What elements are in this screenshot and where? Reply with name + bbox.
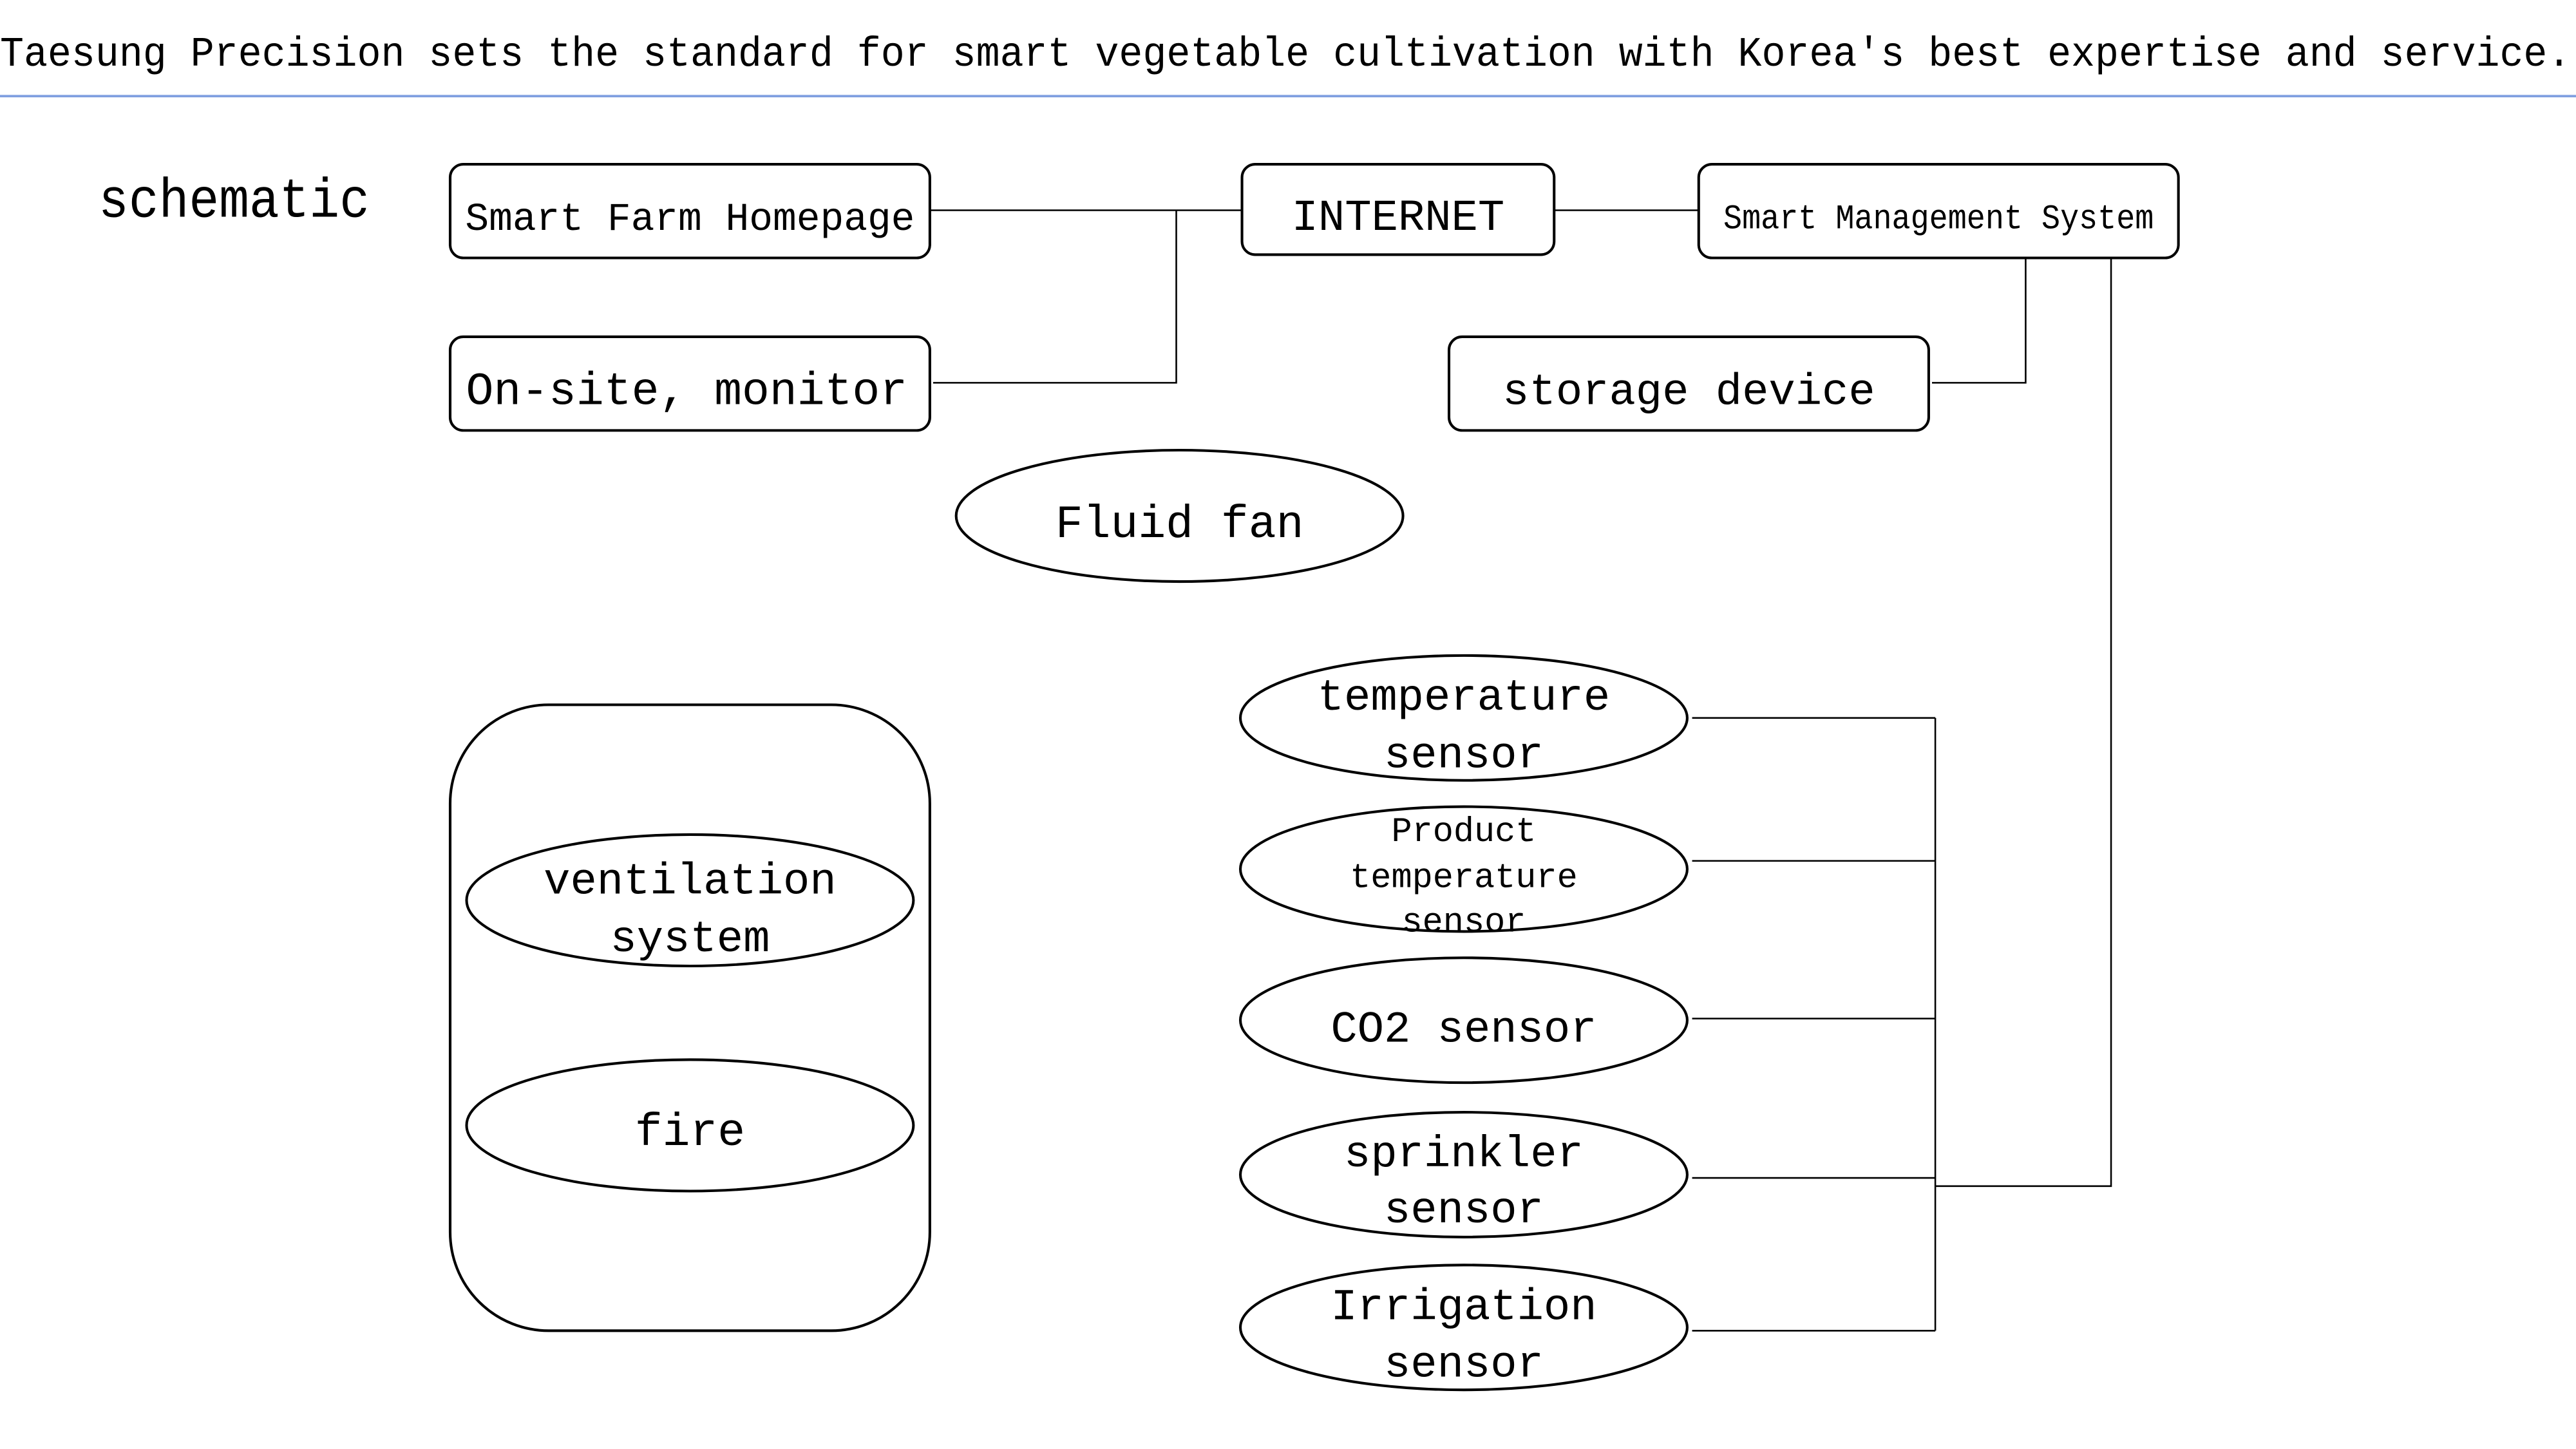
equipment-group: ventilation system fire	[448, 703, 931, 1332]
box-on-site-monitor: On-site, monitor	[448, 335, 931, 432]
sensor-label: sensor	[1384, 1340, 1544, 1390]
box-label: storage device	[1502, 368, 1875, 418]
ellipse-label: Fluid fan	[1056, 500, 1304, 551]
sensor-temperature: temperature sensor	[1238, 654, 1689, 782]
box-smart-management-system: Smart Management System	[1697, 163, 2180, 260]
box-label: On-site, monitor	[466, 367, 908, 419]
ventilation-label: system	[610, 914, 770, 965]
box-storage-device: storage device	[1447, 335, 1930, 432]
sensor-label: sensor	[1384, 730, 1544, 781]
box-label: Smart Farm Homepage	[465, 198, 914, 242]
sensor-product-temperature: Product temperature sensor	[1238, 805, 1689, 942]
page-title: Taesung Precision sets the standard for …	[0, 32, 2571, 79]
box-label: Smart Management System	[1723, 200, 2154, 240]
sensor-irrigation: Irrigation sensor	[1238, 1264, 1689, 1392]
sensor-label: sensor	[1384, 1186, 1544, 1236]
box-label: INTERNET	[1292, 193, 1505, 243]
sensor-label: temperature	[1318, 673, 1611, 723]
sensor-label: sensor	[1402, 903, 1526, 942]
box-smart-farm-homepage: Smart Farm Homepage	[448, 163, 931, 260]
schematic-label: schematic	[99, 171, 370, 234]
sensor-label: CO2 sensor	[1331, 1005, 1596, 1055]
sensor-co2: CO2 sensor	[1238, 956, 1689, 1084]
ventilation-label: ventilation	[544, 857, 837, 907]
ellipse-fluid-fan: Fluid fan	[954, 448, 1405, 583]
sensor-sprinkler: sprinkler sensor	[1238, 1111, 1689, 1238]
fire-label: fire	[635, 1108, 745, 1159]
sensor-label: Irrigation	[1331, 1282, 1596, 1332]
connectors	[929, 209, 2112, 1332]
box-internet: INTERNET	[1240, 163, 1556, 256]
sensor-label: temperature	[1350, 859, 1578, 898]
sensor-label: sprinkler	[1344, 1130, 1584, 1180]
sensor-label: Product	[1391, 813, 1536, 852]
